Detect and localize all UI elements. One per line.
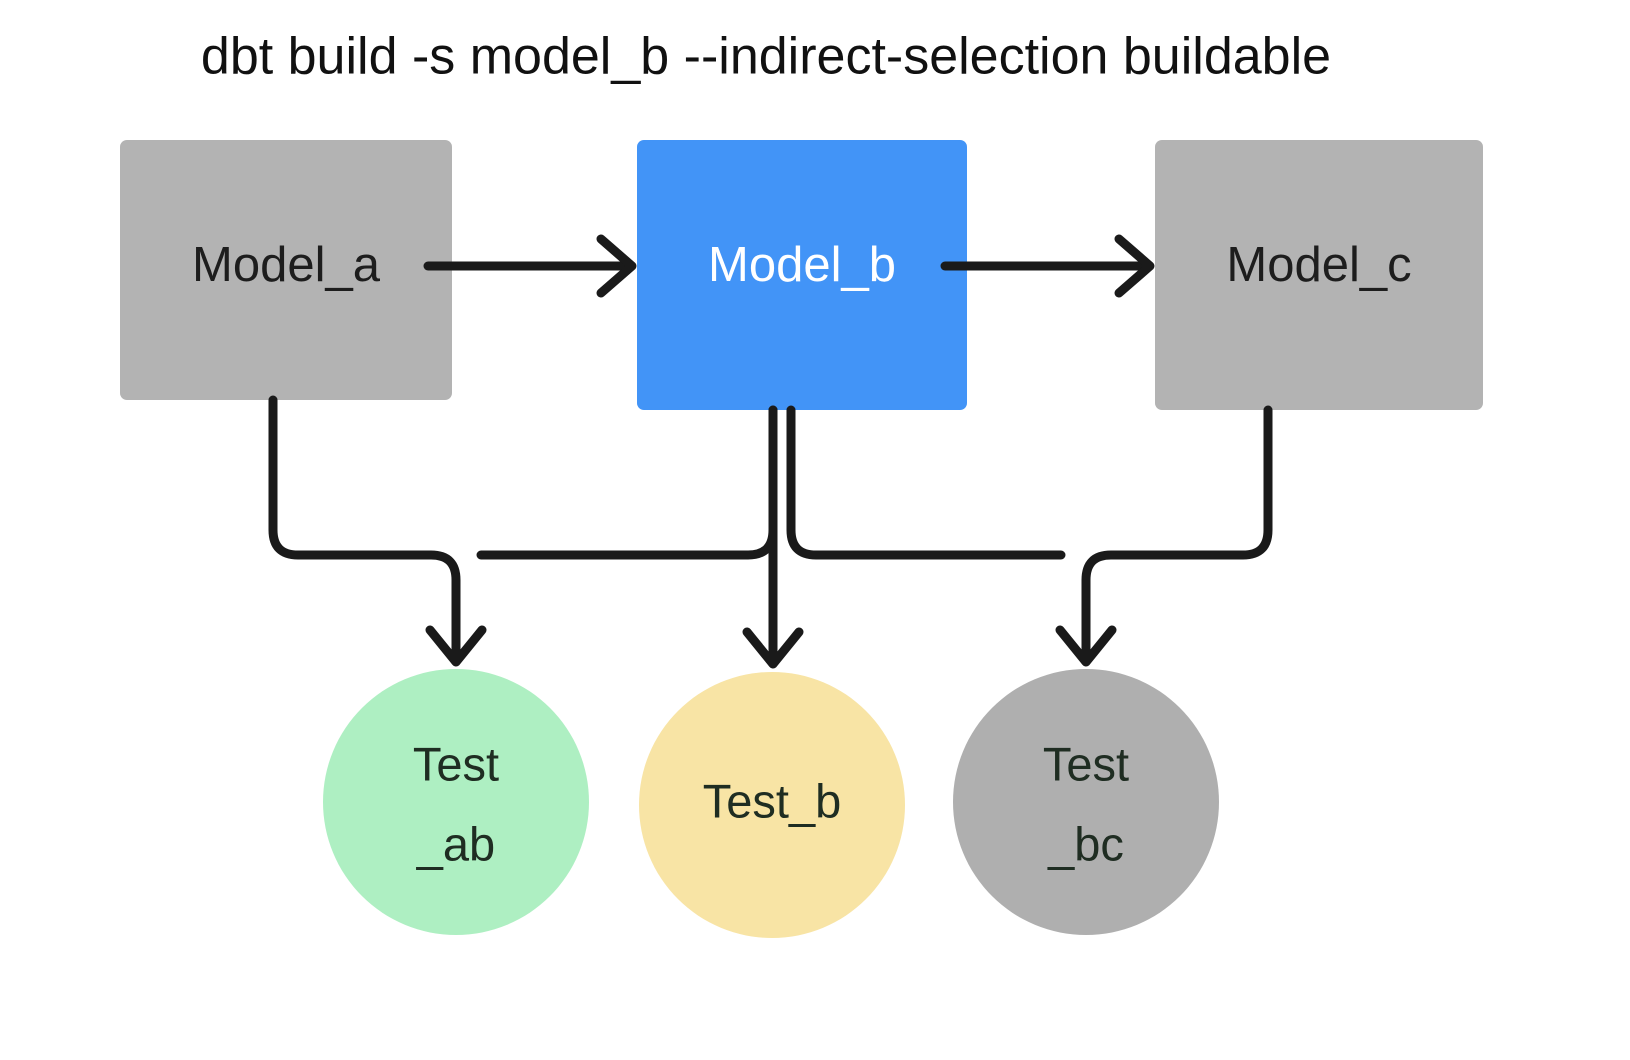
edge-model_c-to-test_bc xyxy=(1055,405,1273,667)
model_c-label: Model_c xyxy=(1226,238,1411,292)
model-node-model_c[interactable]: Model_c xyxy=(1155,140,1483,410)
test_ab-label-line2: _ab xyxy=(416,817,495,870)
model_c-to-test_bc-arrowhead xyxy=(1055,625,1117,667)
model_b-to-test_ab-line xyxy=(476,405,778,560)
model-node-model_a[interactable]: Model_a xyxy=(120,140,452,400)
model_a-to-test_ab-line xyxy=(268,395,461,661)
edge-model_a-to-model_b xyxy=(423,234,637,298)
model-node-model_b[interactable]: Model_b xyxy=(637,140,967,410)
model_b-to-test_b-arrowhead xyxy=(742,627,804,669)
model_a-label: Model_a xyxy=(192,238,381,292)
test-node-test_ab[interactable]: Test _ab xyxy=(323,669,589,935)
edge-model_b-to-test_ab xyxy=(476,405,778,560)
test_bc-circle[interactable] xyxy=(953,669,1219,935)
test_bc-label-line1: Test xyxy=(1043,737,1129,790)
edge-model_a-to-test_ab xyxy=(268,395,487,667)
edge-model_b-to-test_bc xyxy=(786,405,1066,560)
edge-model_b-to-test_b xyxy=(742,405,804,669)
model_a-to-test_ab-arrowhead xyxy=(425,625,487,667)
model_c-box[interactable] xyxy=(1155,140,1483,410)
test-node-test_b[interactable]: Test_b xyxy=(639,672,905,938)
model_b-box[interactable] xyxy=(637,140,967,410)
model_a-to-model_b-arrowhead xyxy=(596,234,637,298)
test_bc-label-line2: _bc xyxy=(1047,817,1124,870)
model_b-to-model_c-arrowhead xyxy=(1114,234,1155,298)
test-node-test_bc[interactable]: Test _bc xyxy=(953,669,1219,935)
test_ab-label-line1: Test xyxy=(413,737,499,790)
model_a-box[interactable] xyxy=(120,140,452,400)
model_b-to-test_bc-line xyxy=(786,405,1066,560)
test_ab-circle[interactable] xyxy=(323,669,589,935)
diagram-title: dbt build -s model_b --indirect-selectio… xyxy=(201,28,1331,86)
model_c-to-test_bc-line xyxy=(1081,405,1273,661)
test_b-circle[interactable] xyxy=(639,672,905,938)
test_b-label-line1: Test_b xyxy=(703,774,841,827)
model_b-label: Model_b xyxy=(708,238,896,292)
edge-model_b-to-model_c xyxy=(940,234,1155,298)
